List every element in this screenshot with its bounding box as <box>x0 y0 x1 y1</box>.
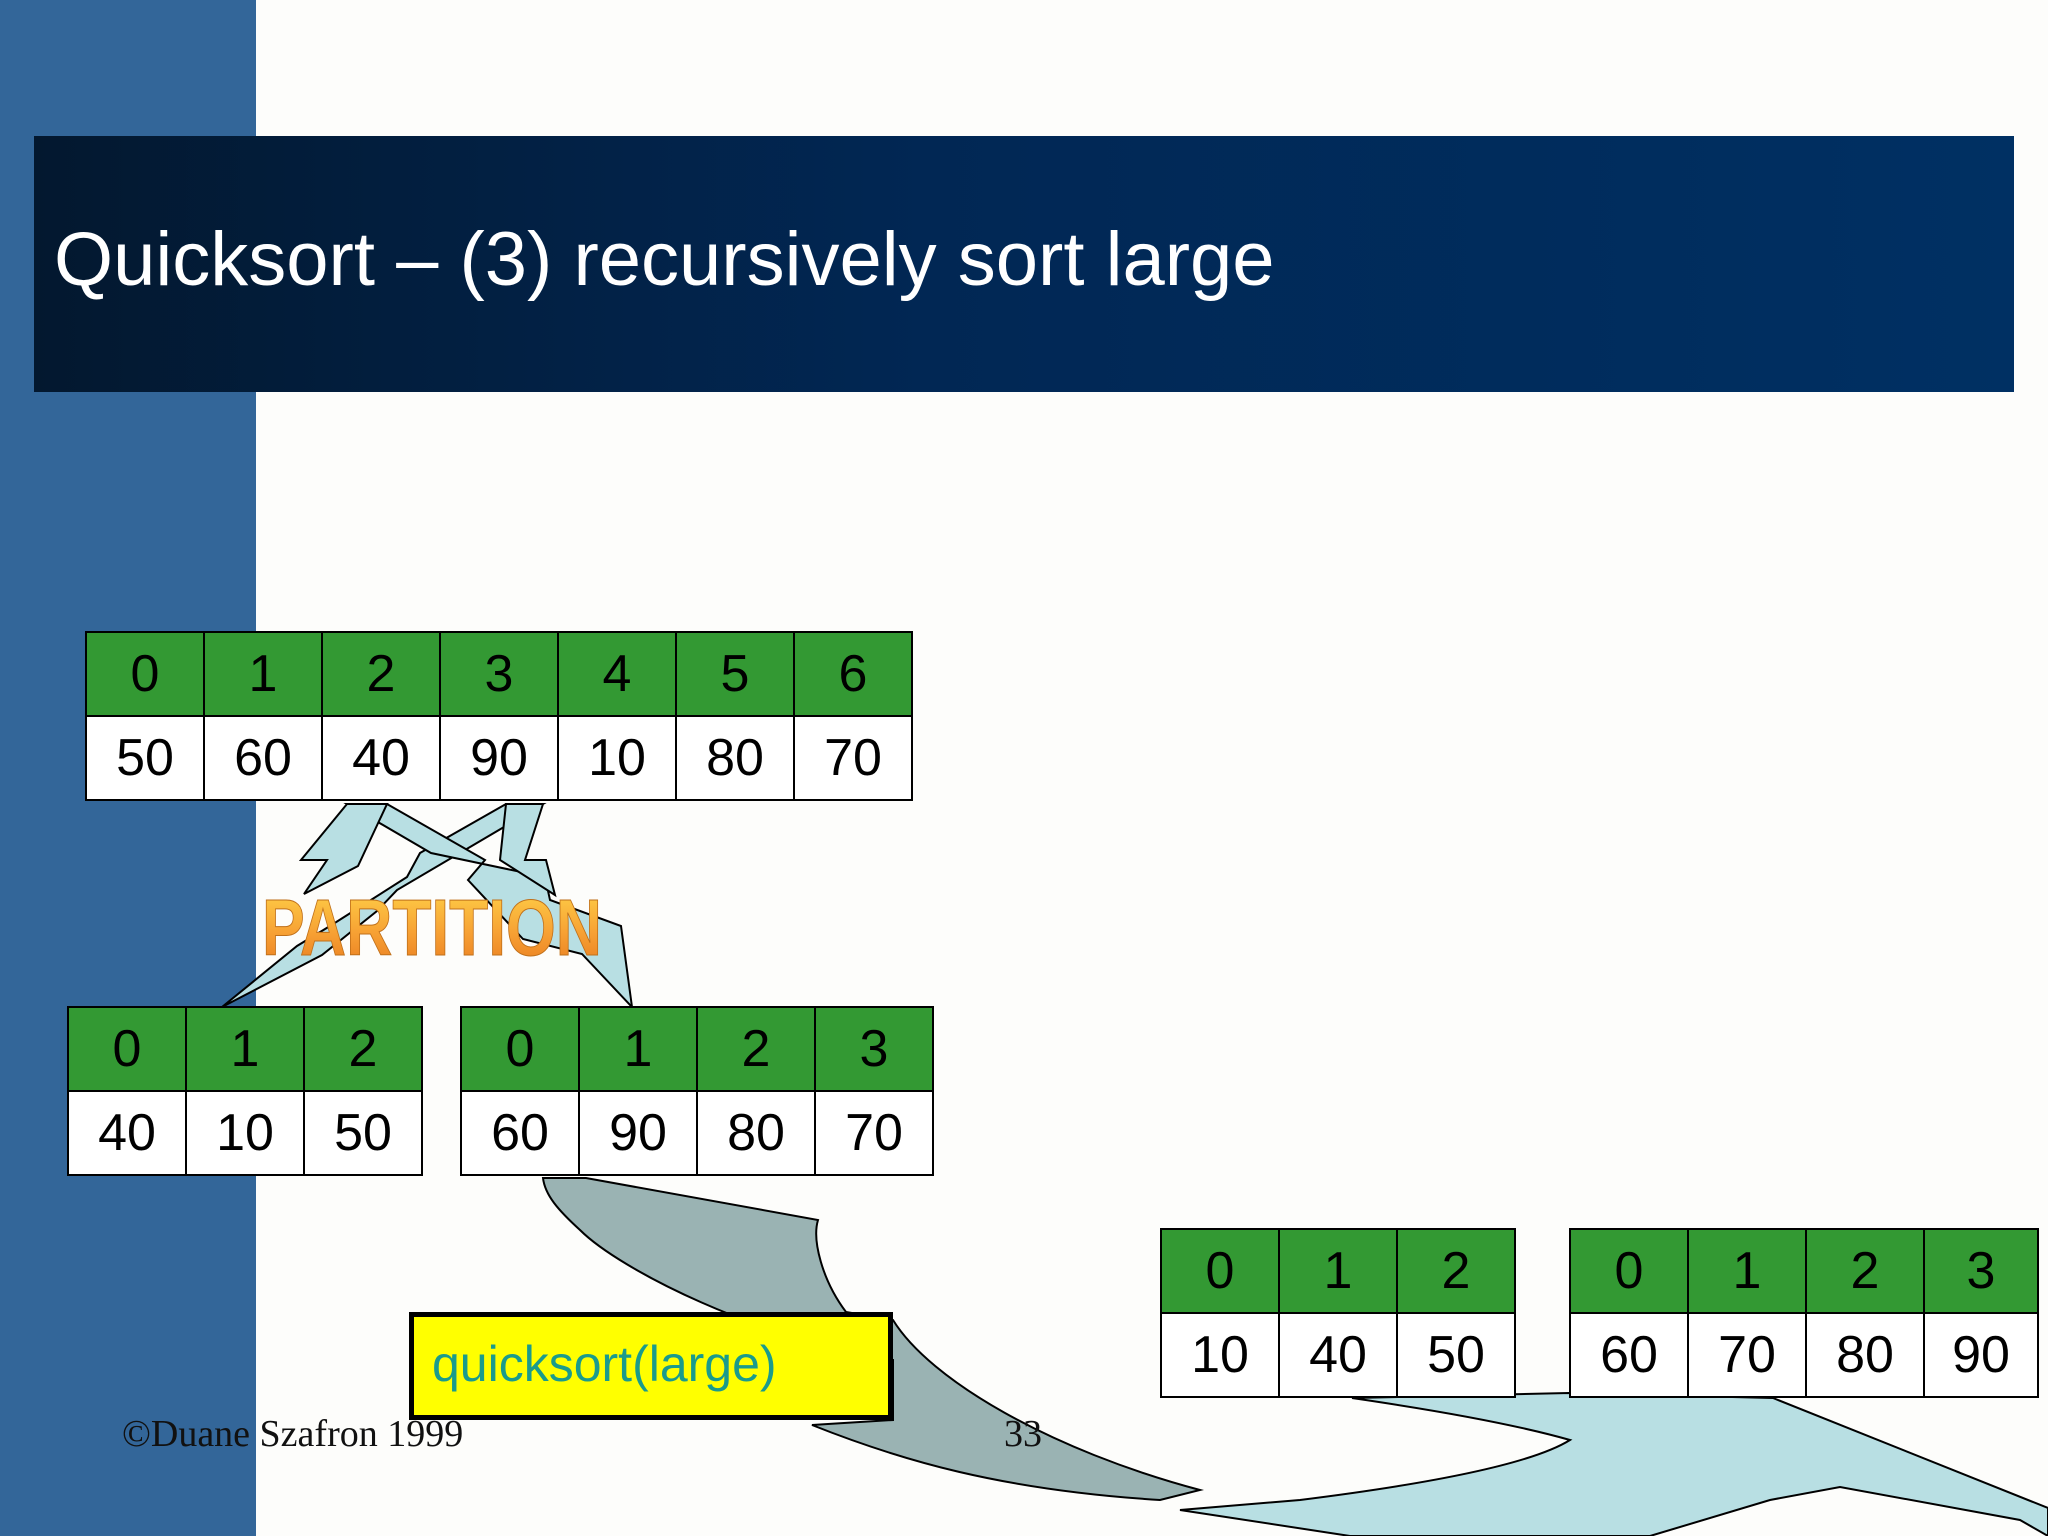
value-cell: 80 <box>675 715 795 801</box>
quicksort-call-label: quicksort(large) <box>432 1336 777 1392</box>
value-cell: 50 <box>85 715 205 801</box>
value-cell: 60 <box>203 715 323 801</box>
index-cell: 2 <box>321 631 441 717</box>
original-array: 0 1 2 3 4 5 6 50 60 40 90 10 80 70 <box>85 631 913 801</box>
index-cell: 3 <box>439 631 559 717</box>
index-cell: 0 <box>1569 1228 1689 1314</box>
footer-copyright: ©Duane Szafron 1999 <box>122 1413 464 1455</box>
value-cell: 80 <box>1805 1312 1925 1398</box>
value-cell: 60 <box>1569 1312 1689 1398</box>
partition-label: PARTITION <box>262 883 602 972</box>
index-cell: 2 <box>1805 1228 1925 1314</box>
index-cell: 0 <box>1160 1228 1280 1314</box>
index-cell: 1 <box>1278 1228 1398 1314</box>
value-cell: 90 <box>1923 1312 2039 1398</box>
index-cell: 2 <box>1396 1228 1516 1314</box>
quicksort-call-box: quicksort(large) <box>409 1312 893 1420</box>
slide-title: Quicksort – (3) recursively sort large <box>54 217 1275 302</box>
partition-arrow-right-top <box>498 803 557 898</box>
sorted-large-array: 0 1 2 3 60 70 80 90 <box>1569 1228 2039 1398</box>
index-cell: 5 <box>675 631 795 717</box>
index-cell: 3 <box>814 1006 934 1092</box>
value-cell: 10 <box>1160 1312 1280 1398</box>
index-cell: 1 <box>578 1006 698 1092</box>
value-cell: 70 <box>814 1090 934 1176</box>
value-cell: 50 <box>303 1090 423 1176</box>
value-cell: 50 <box>1396 1312 1516 1398</box>
value-cell: 60 <box>460 1090 580 1176</box>
value-cell: 70 <box>1687 1312 1807 1398</box>
index-cell: 4 <box>557 631 677 717</box>
index-cell: 2 <box>303 1006 423 1092</box>
page-number: 33 <box>1004 1413 1042 1455</box>
value-cell: 70 <box>793 715 913 801</box>
return-arrow <box>1179 1391 2048 1536</box>
value-cell: 90 <box>578 1090 698 1176</box>
index-cell: 0 <box>67 1006 187 1092</box>
partition-arrow-left-top <box>298 803 389 895</box>
index-cell: 6 <box>793 631 913 717</box>
index-cell: 1 <box>1687 1228 1807 1314</box>
value-cell: 40 <box>1278 1312 1398 1398</box>
index-cell: 0 <box>460 1006 580 1092</box>
value-cell: 40 <box>321 715 441 801</box>
index-cell: 2 <box>696 1006 816 1092</box>
index-cell: 0 <box>85 631 205 717</box>
value-cell: 90 <box>439 715 559 801</box>
value-cell: 10 <box>557 715 677 801</box>
title-bar <box>34 136 2014 392</box>
small-array: 0 1 2 40 10 50 <box>67 1006 423 1176</box>
index-cell: 1 <box>185 1006 305 1092</box>
value-cell: 80 <box>696 1090 816 1176</box>
value-cell: 10 <box>185 1090 305 1176</box>
sorted-small-array: 0 1 2 10 40 50 <box>1160 1228 1516 1398</box>
large-array: 0 1 2 3 60 90 80 70 <box>460 1006 934 1176</box>
value-cell: 40 <box>67 1090 187 1176</box>
index-cell: 1 <box>203 631 323 717</box>
index-cell: 3 <box>1923 1228 2039 1314</box>
